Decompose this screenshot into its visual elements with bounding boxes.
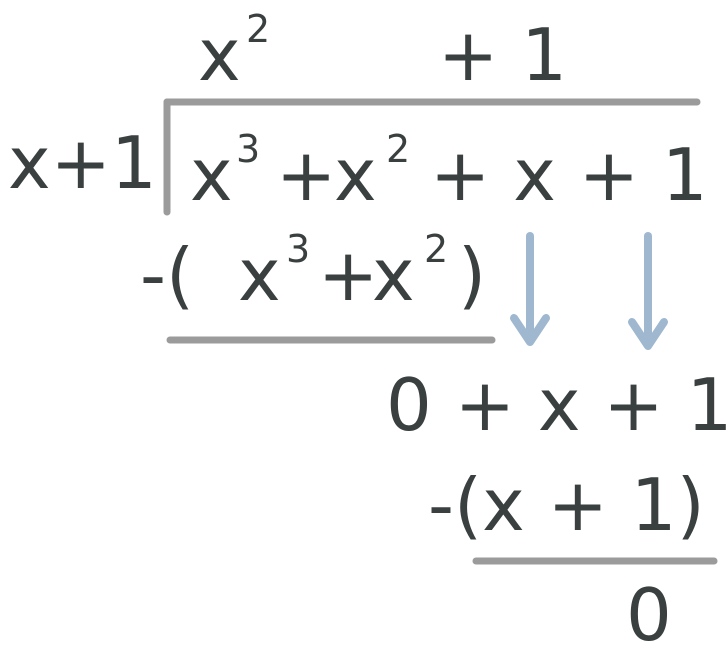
bring-down-arrow-1: [510, 232, 550, 346]
dividend-term-a-exponent: 3: [236, 127, 260, 171]
subtraction-2: -(x + 1): [428, 463, 705, 547]
quotient: x 2 + 1: [198, 7, 567, 97]
subtraction-1: -( x 3 + x 2 ): [140, 227, 486, 317]
subtraction-1-term-b-base: x: [372, 233, 415, 317]
quotient-term2: + 1: [438, 13, 567, 97]
final-remainder: 0: [626, 573, 672, 657]
bring-down-arrow-2: [628, 232, 668, 350]
subtraction-1-plus: +: [318, 233, 378, 317]
divisor: x+1: [8, 121, 157, 205]
quotient-term1-base: x: [198, 13, 241, 97]
dividend-term-b-exponent: 2: [386, 127, 410, 171]
dividend: x 3 + x 2 + x + 1: [190, 127, 708, 217]
subtraction-1-term-a-exponent: 3: [286, 227, 310, 271]
dividend-term-b-base: x: [334, 133, 377, 217]
dividend-rest: + x + 1: [430, 133, 708, 217]
subtraction-1-term-b-exponent: 2: [424, 227, 448, 271]
remainder-1: 0 + x + 1: [386, 363, 728, 447]
dividend-plus: +: [276, 133, 336, 217]
subtraction-1-term-a-base: x: [238, 233, 281, 317]
subtraction-1-open: -(: [140, 233, 194, 317]
quotient-term1-exponent: 2: [246, 7, 270, 51]
subtraction-1-close: ): [458, 233, 486, 317]
dividend-term-a-base: x: [190, 133, 233, 217]
